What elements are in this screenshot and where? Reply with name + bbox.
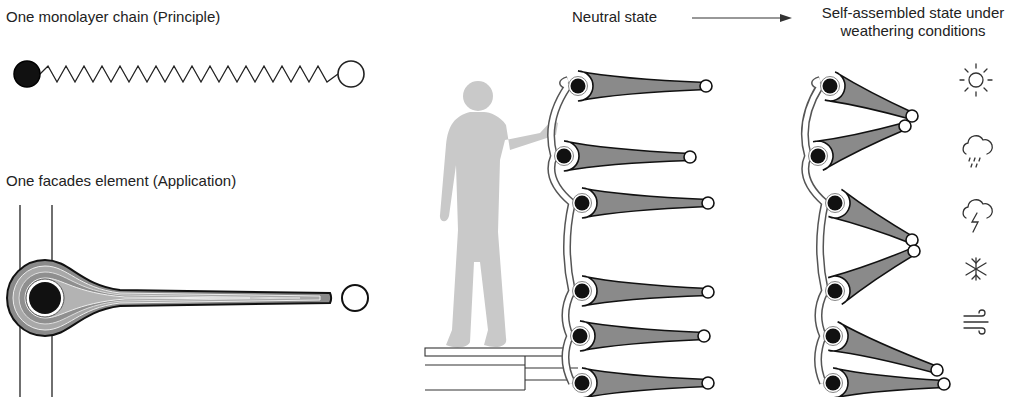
pivot-dot: [826, 376, 841, 391]
facade-arm: [580, 321, 704, 351]
pivot-ring: [824, 327, 843, 346]
pivot-ring: [573, 374, 592, 393]
weather-icons: [960, 64, 992, 334]
rain-icon: [963, 136, 992, 167]
pivot-dot: [575, 284, 590, 299]
tip-circle: [906, 234, 918, 246]
caption-label: Neutral state: [572, 8, 657, 26]
facade-arm: [582, 368, 708, 397]
facade-arm: [828, 322, 938, 374]
pivot-dot: [826, 329, 841, 344]
facade-wall: [551, 80, 572, 383]
facade-wall: [805, 80, 825, 383]
pivot-dot: [571, 79, 586, 94]
transition-arrow: [692, 14, 792, 22]
pivot-ring: [571, 327, 590, 346]
caption-label: One monolayer chain (Principle): [6, 8, 220, 26]
tip-circle: [684, 151, 696, 163]
wind-icon: [964, 310, 988, 334]
platform: [425, 348, 578, 390]
tip-circle: [931, 364, 943, 376]
storm-icon: [963, 200, 992, 232]
monolayer-chain: [14, 61, 364, 87]
pivot-dot: [828, 196, 843, 211]
facade-arm: [564, 141, 690, 171]
facade-arm: [833, 368, 944, 397]
caption-label: One facades element (Application): [6, 172, 236, 190]
tip-circle: [698, 330, 710, 342]
facade-elements: [551, 71, 950, 397]
facade-arm: [578, 71, 706, 101]
facade-arm: [582, 276, 708, 306]
snow-icon: [966, 258, 986, 280]
tip-circle: [700, 80, 712, 92]
pivot-dot: [575, 196, 590, 211]
tip-circle: [938, 378, 950, 390]
pivot-ring: [826, 282, 845, 301]
tip-circle: [702, 377, 714, 389]
person-silhouette: [440, 81, 558, 347]
facade-wall: [551, 80, 572, 383]
pivot-dot: [573, 329, 588, 344]
pivot-ring: [821, 77, 840, 96]
facade-arm: [813, 123, 906, 170]
pivot-ring: [555, 147, 574, 166]
pivot-ring: [824, 374, 843, 393]
pivot-dot: [575, 376, 590, 391]
pivot-ring: [809, 147, 828, 166]
pivot-ring: [573, 194, 592, 213]
pivot-dot: [828, 284, 843, 299]
facade-arm: [825, 72, 913, 119]
tip-circle: [899, 120, 911, 132]
sun-icon: [960, 64, 992, 96]
pivot-dot: [557, 149, 572, 164]
caption-label: Self-assembled state under weathering co…: [818, 4, 1008, 40]
facade-wall: [805, 80, 825, 383]
facade-element: [7, 205, 368, 397]
pivot-dot: [823, 79, 838, 94]
pivot-ring: [569, 77, 588, 96]
pivot-dot: [811, 149, 826, 164]
pivot-ring: [826, 194, 845, 213]
pivot-ring: [573, 282, 592, 301]
tip-circle: [702, 286, 714, 298]
facade-arm: [582, 188, 708, 218]
tip-circle: [702, 197, 714, 209]
tip-circle: [908, 245, 920, 257]
